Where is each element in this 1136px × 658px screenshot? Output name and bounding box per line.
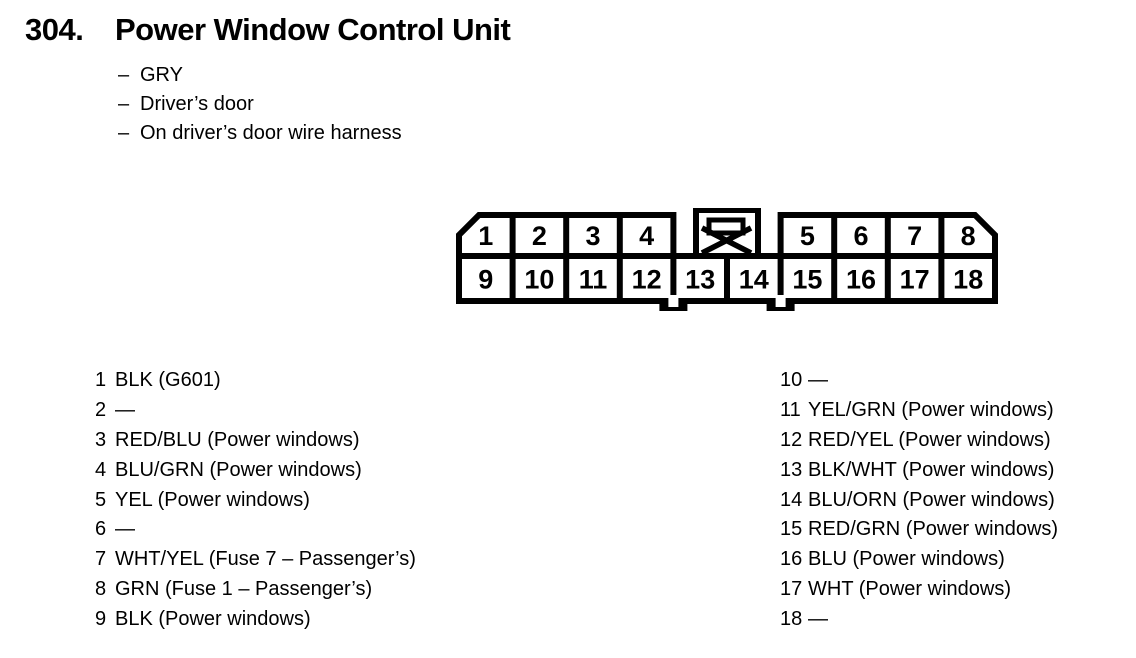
pin-row: 11 YEL/GRN (Power windows) <box>780 396 1058 426</box>
connector-pin-number: 15 <box>792 265 822 295</box>
pin-description: YEL/GRN (Power windows) <box>808 398 1054 421</box>
pin-description: BLK/WHT (Power windows) <box>808 458 1055 481</box>
pin-number: 16 <box>780 548 803 571</box>
connector-keyway-icon <box>700 217 753 256</box>
pin-description: BLK (Power windows) <box>115 608 311 631</box>
bullet-dash: – <box>118 121 130 144</box>
connector-pin-number: 12 <box>632 265 662 295</box>
bullet-dash: – <box>118 64 130 86</box>
pin-description: WHT (Power windows) <box>808 578 1011 601</box>
pin-number: 3 <box>95 428 107 451</box>
note-line: –Driver’s door <box>118 90 402 119</box>
pin-description: RED/YEL (Power windows) <box>808 428 1051 451</box>
connector-pin-number: 14 <box>739 265 769 295</box>
note-text: Driver’s door <box>140 92 254 115</box>
pin-row: 4 BLU/GRN (Power windows) <box>95 456 416 486</box>
pin-number: 11 <box>780 398 801 421</box>
pin-row: 7 WHT/YEL (Fuse 7 – Passenger’s) <box>95 545 416 575</box>
pin-number: 18 <box>780 608 803 631</box>
pin-description: BLU/ORN (Power windows) <box>808 488 1055 511</box>
pin-number: 7 <box>95 548 107 571</box>
connector-pin-number: 11 <box>579 265 608 295</box>
pin-number: 6 <box>95 518 107 541</box>
pin-row: 2— <box>95 396 416 426</box>
note-text: On driver’s door wire harness <box>140 121 402 144</box>
page-title: Power Window Control Unit <box>115 12 511 47</box>
connector-pin-number: 13 <box>685 265 715 295</box>
bottom-notch-right-icon <box>766 295 795 311</box>
note-text: GRY <box>140 64 183 86</box>
pin-row: 6— <box>95 515 416 545</box>
pin-number: 13 <box>780 458 803 481</box>
pin-number: 9 <box>95 608 107 631</box>
section-number: 304. <box>25 12 84 47</box>
bullet-dash: – <box>118 92 130 115</box>
pin-description: — <box>808 608 828 631</box>
pin-row: 8 GRN (Fuse 1 – Passenger’s) <box>95 575 416 605</box>
connector-pin-number: 16 <box>846 265 876 295</box>
connector-pin-number: 8 <box>961 221 976 251</box>
note-line: –GRY <box>118 61 402 90</box>
note-line: –On driver’s door wire harness <box>118 119 402 148</box>
connector-pin-number: 9 <box>478 265 493 295</box>
pin-description: — <box>808 369 828 391</box>
pin-description: RED/GRN (Power windows) <box>808 518 1059 541</box>
bottom-notch-left-icon <box>659 295 688 311</box>
pin-number: 12 <box>780 428 803 451</box>
pin-row: 10— <box>780 366 1058 396</box>
connector-pin-number: 10 <box>524 265 554 295</box>
pin-number: 1 <box>95 369 107 391</box>
pin-row: 18— <box>780 605 1058 635</box>
pin-number: 8 <box>95 578 107 601</box>
pin-description: BLU/GRN (Power windows) <box>115 458 362 481</box>
pin-description: — <box>115 518 135 541</box>
connector-pin-number: 2 <box>532 221 547 251</box>
pin-number: 15 <box>780 518 803 541</box>
pin-row: 5 YEL (Power windows) <box>95 486 416 516</box>
connector-notes: –GRY–Driver’s door–On driver’s door wire… <box>118 61 402 147</box>
pin-description: RED/BLU (Power windows) <box>115 428 360 451</box>
connector-pin-number: 6 <box>853 221 868 251</box>
pin-number: 14 <box>780 488 803 511</box>
pin-number: 2 <box>95 398 107 421</box>
pin-row: 9 BLK (Power windows) <box>95 605 416 635</box>
connector-pin-number: 17 <box>900 265 930 295</box>
connector-pin-number: 7 <box>907 221 922 251</box>
pin-row: 1 BLK (G601) <box>95 366 416 396</box>
connector-grid <box>459 215 995 301</box>
pin-number: 5 <box>95 488 107 511</box>
pin-number: 10 <box>780 369 803 391</box>
pin-description: BLU (Power windows) <box>808 548 1005 571</box>
pin-row: 3 RED/BLU (Power windows) <box>95 426 416 456</box>
connector-pin-number: 4 <box>639 221 654 251</box>
connector-pin-number: 18 <box>953 265 983 295</box>
pin-number: 17 <box>780 578 803 601</box>
pin-description: WHT/YEL (Fuse 7 – Passenger’s) <box>115 548 416 571</box>
pin-number: 4 <box>95 458 107 481</box>
pin-description: — <box>115 398 135 421</box>
connector-pin-number: 1 <box>478 221 493 251</box>
pin-description: GRN (Fuse 1 – Passenger’s) <box>115 578 373 601</box>
pin-description: YEL (Power windows) <box>115 488 310 511</box>
pin-description: BLK (G601) <box>115 369 221 391</box>
connector-pin-number: 3 <box>585 221 600 251</box>
connector-pin-number: 5 <box>800 221 815 251</box>
